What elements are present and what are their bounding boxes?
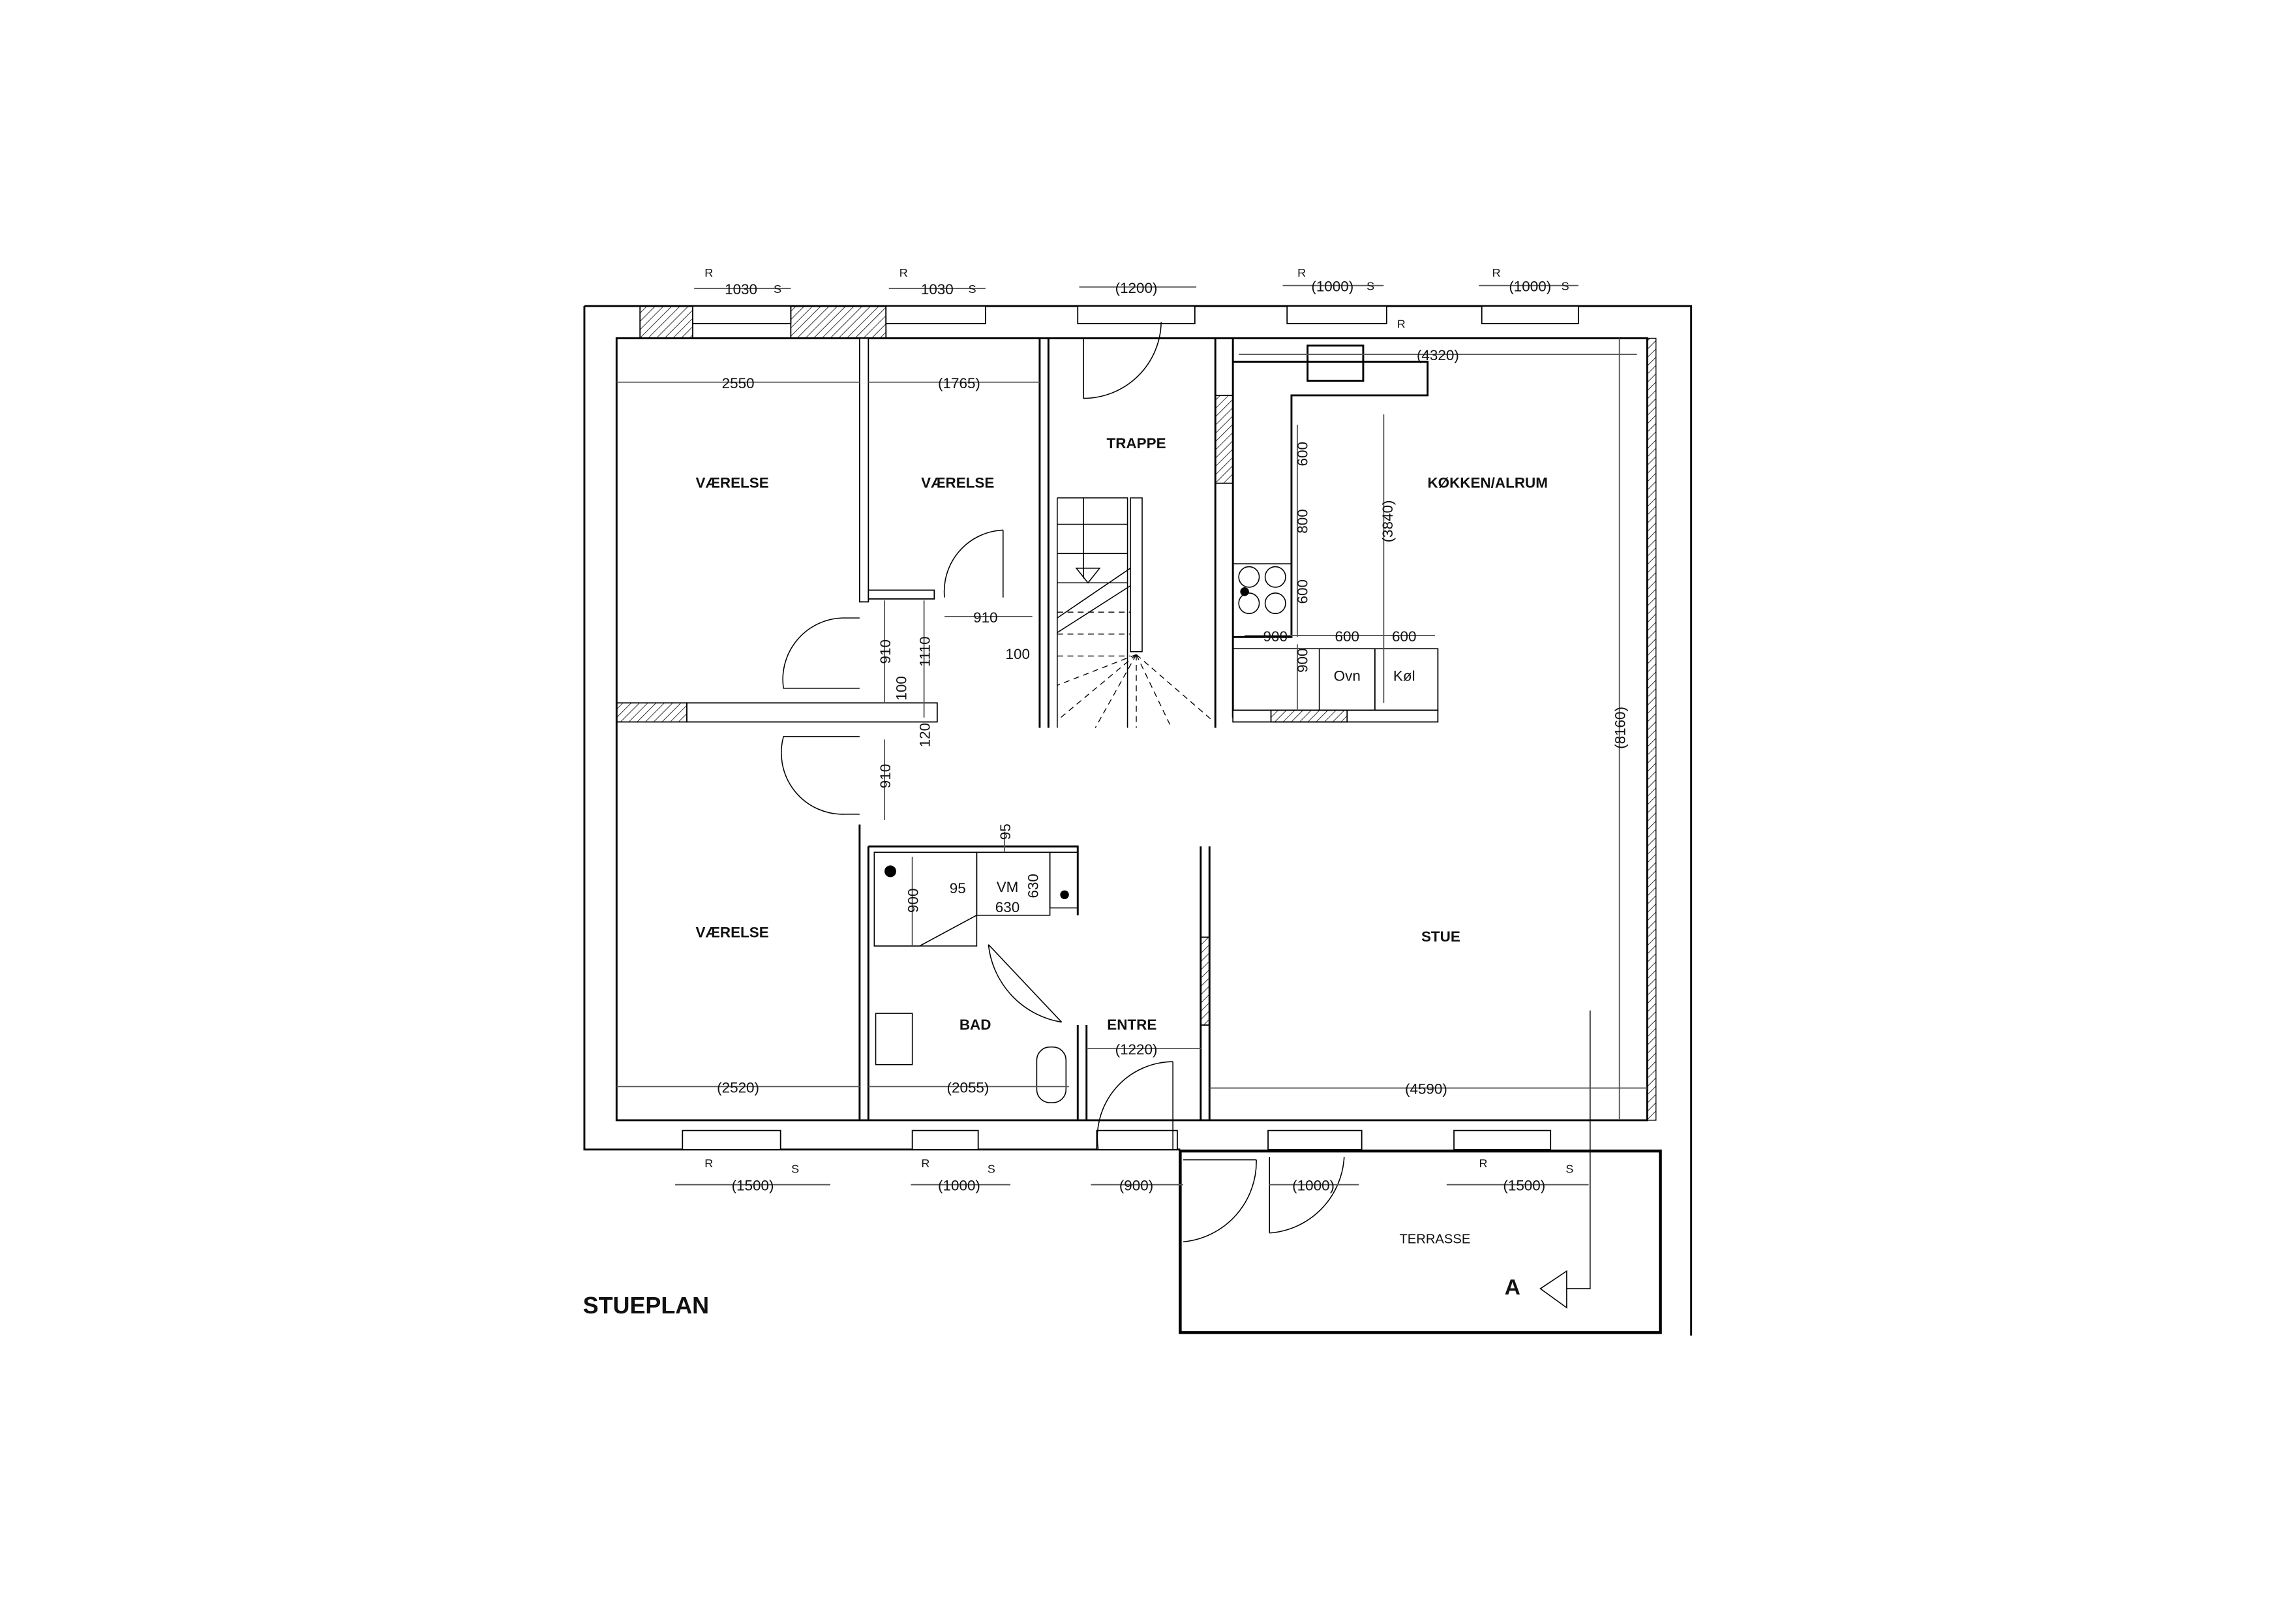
dim-label: 900	[905, 889, 922, 913]
dim-label: 120	[917, 723, 933, 747]
dim-label: (900)	[1119, 1178, 1153, 1194]
window-mark-r: R	[704, 266, 713, 279]
room-label-stue: STUE	[1421, 928, 1460, 945]
dim-label: (1000)	[1292, 1178, 1335, 1194]
window-mark-r: R	[899, 266, 908, 279]
room-label-vaerelse: VÆRELSE	[695, 924, 768, 940]
window-mark-s: S	[969, 283, 976, 296]
dim-label: 900	[1295, 648, 1311, 672]
window-marks: R R R R R R R R S S S S S S S	[704, 266, 1573, 1176]
dim-label: 1030	[725, 281, 757, 298]
room-label-vaerelse: VÆRELSE	[695, 474, 768, 491]
dim-label: (1500)	[1503, 1178, 1545, 1194]
room-label-terrasse: TERRASSE	[1399, 1232, 1470, 1246]
dim-label: 910	[973, 609, 997, 626]
dim-label: (2055)	[947, 1079, 989, 1095]
window-mark-s: S	[988, 1163, 995, 1176]
room-labels: VÆRELSE VÆRELSE VÆRELSE TRAPPE KØKKEN/AL…	[583, 435, 1548, 1319]
terrace	[1179, 1010, 1662, 1334]
outer-walls	[583, 305, 1693, 1336]
bathroom-fittings	[873, 851, 1079, 1103]
right-wall-insulation	[1646, 337, 1657, 1121]
bottom-windows	[682, 1129, 1552, 1150]
fridge	[1374, 648, 1439, 711]
dim-label: (4320)	[1417, 347, 1459, 363]
window-mark-r: R	[1492, 266, 1501, 279]
sink	[1307, 345, 1365, 382]
window-mark-s: S	[1562, 279, 1569, 292]
room-label-kokken: KØKKEN/ALRUM	[1427, 474, 1547, 491]
interior-walls	[616, 337, 1439, 1120]
window-mark-s: S	[791, 1163, 799, 1176]
window-mark-r: R	[1297, 266, 1306, 279]
room-label-vaerelse: VÆRELSE	[921, 474, 994, 491]
doors	[781, 322, 1345, 1243]
cooktop	[1232, 563, 1292, 638]
room-label-entre: ENTRE	[1107, 1017, 1156, 1033]
dim-label: (1765)	[938, 375, 980, 391]
staircase	[1057, 497, 1213, 728]
dim-label: (1200)	[1115, 280, 1158, 296]
dim-label: 95	[950, 880, 966, 896]
window-mark-r: R	[1479, 1157, 1487, 1170]
dim-label: 800	[1295, 509, 1311, 533]
dim-label: (1000)	[938, 1178, 980, 1194]
toilet	[1036, 1046, 1067, 1103]
dim-label: 910	[877, 639, 894, 664]
dim-label: 2550	[722, 375, 755, 391]
dim-label: (1000)	[1509, 279, 1551, 295]
dim-label: (2520)	[717, 1079, 759, 1095]
section-marker: A	[1505, 1276, 1520, 1300]
dim-label: 630	[1025, 874, 1042, 898]
dim-label: (1220)	[1115, 1041, 1158, 1058]
dim-label: 600	[1295, 579, 1311, 604]
kitchen-fittings	[1232, 345, 1439, 711]
appliance-label-oven: Ovn	[1334, 668, 1361, 684]
dim-label: 1030	[921, 281, 954, 298]
dim-label: 910	[877, 764, 894, 788]
window-mark-r: R	[704, 1157, 713, 1170]
room-label-bad: BAD	[959, 1017, 991, 1033]
dim-label: (3840)	[1380, 500, 1396, 543]
dim-label: 100	[1006, 646, 1030, 662]
dim-label: 95	[997, 823, 1014, 840]
dim-label: (8160)	[1612, 707, 1629, 749]
dim-label: 600	[1392, 628, 1416, 645]
window-mark-s: S	[1367, 279, 1374, 292]
dim-label: 100	[894, 676, 910, 700]
dim-label: (4590)	[1405, 1081, 1447, 1097]
dim-label: 600	[1295, 442, 1311, 466]
dim-label: 630	[995, 899, 1020, 915]
window-mark-r: R	[1397, 318, 1406, 331]
window-mark-r: R	[921, 1157, 929, 1170]
dim-label: (1000)	[1311, 279, 1353, 295]
appliance-label-washer: VM	[997, 879, 1019, 895]
room-label-trappe: TRAPPE	[1107, 435, 1166, 452]
plan-title: STUEPLAN	[583, 1293, 709, 1319]
dimension-labels: 1030 1030 (1200) (1000) (1000) 2550 (176…	[717, 279, 1629, 1194]
appliance-label-fridge: Køl	[1393, 668, 1415, 684]
dim-label: (1500)	[732, 1178, 774, 1194]
window-mark-s: S	[774, 283, 781, 296]
top-windows	[639, 305, 1579, 339]
dim-label: 900	[1263, 628, 1288, 645]
dim-label: 1110	[917, 636, 933, 667]
dimension-lines	[616, 284, 1648, 1186]
window-mark-s: S	[1565, 1163, 1573, 1176]
dim-label: 600	[1335, 628, 1359, 645]
